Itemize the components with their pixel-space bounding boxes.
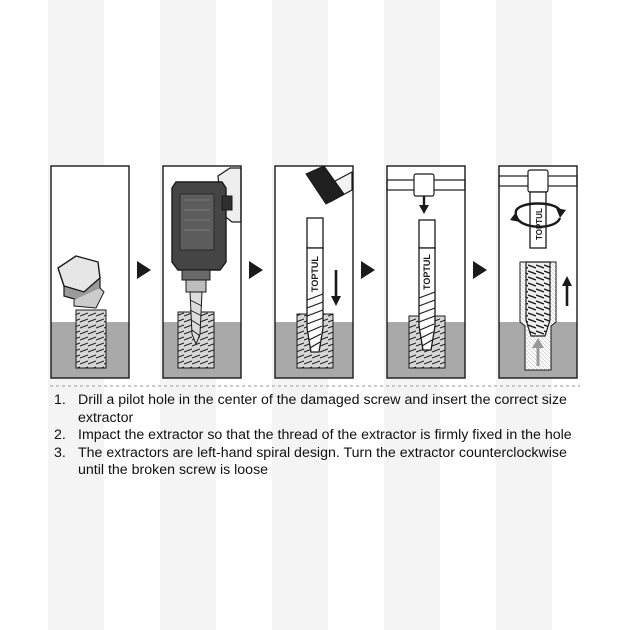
step-arrow-3: [361, 261, 375, 279]
extraction-steps-diagram: TOPTUL TOPTUL: [50, 165, 580, 387]
light-up-arrow: [532, 338, 544, 366]
drill-panel: [162, 165, 242, 379]
instruction-number: 3.: [54, 444, 66, 461]
extractor-brand-label: TOPTUL: [310, 256, 320, 292]
extractor: TOPTUL: [418, 219, 436, 351]
instruction-item: 3. The extractors are left-hand spiral d…: [54, 445, 574, 480]
power-drill: [171, 167, 242, 346]
step-arrow-4: [473, 261, 487, 279]
hammer-panel: TOPTUL: [274, 165, 354, 379]
extractor: TOPTUL: [306, 217, 324, 353]
extractor-brand-label: TOPTUL: [535, 208, 544, 240]
step-arrow-1: [137, 261, 151, 279]
instruction-number: 1.: [54, 392, 66, 408]
hammer: [305, 165, 353, 205]
extractor: TOPTUL: [529, 191, 547, 249]
up-arrow: [562, 276, 572, 306]
tap-wrench-insert-panel: TOPTUL: [386, 165, 466, 379]
step-arrow-2: [249, 261, 263, 279]
down-arrow: [331, 270, 341, 306]
extractor-brand-label: TOPTUL: [422, 254, 432, 290]
broken-screw-head: [57, 255, 105, 309]
instruction-text: Drill a pilot hole in the center of the …: [78, 392, 567, 426]
tap-wrench-turn-panel: TOPTUL: [498, 165, 578, 379]
instruction-item: 1. Drill a pilot hole in the center of t…: [54, 392, 574, 427]
instruction-text: The extractors are left-hand spiral desi…: [78, 444, 567, 479]
instruction-text: Impact the extractor so that the thread …: [78, 427, 572, 444]
instruction-number: 2.: [54, 427, 66, 444]
broken-screw-panel: [50, 165, 130, 379]
instruction-item: 2. Impact the extractor so that the thre…: [54, 427, 574, 445]
instruction-list: 1. Drill a pilot hole in the center of t…: [54, 392, 574, 480]
rotation-icon: [510, 202, 566, 228]
